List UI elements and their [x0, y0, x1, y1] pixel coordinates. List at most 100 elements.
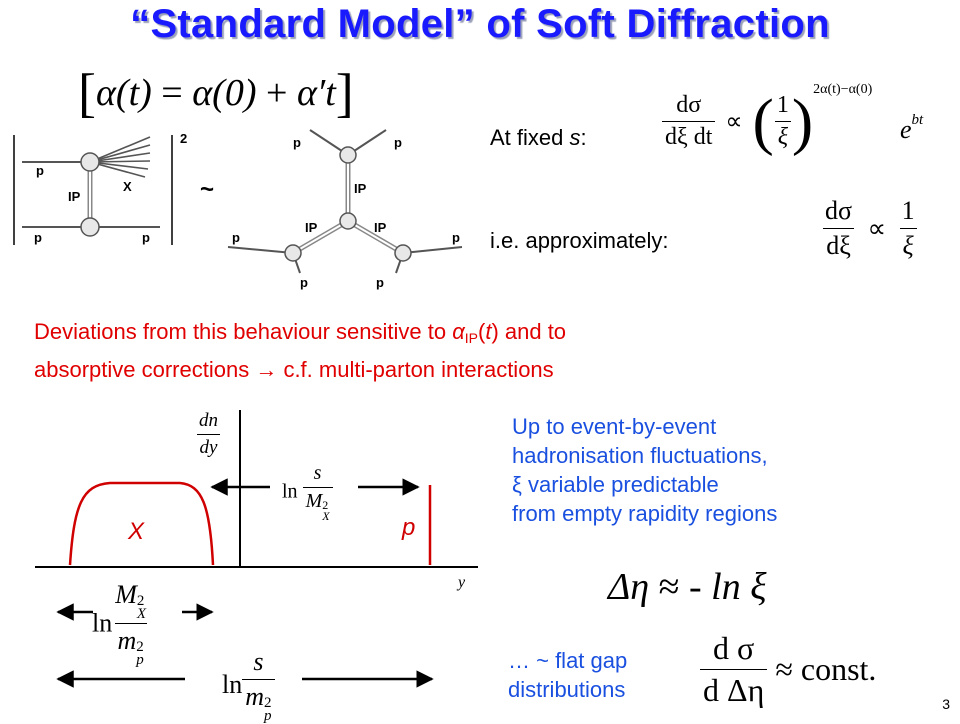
x-system-fan [89, 136, 151, 178]
tp-label-p-mid-right: p [452, 230, 460, 245]
one: 1 [776, 91, 789, 118]
flat-gap-line-1: … ~ flat gap [508, 648, 628, 673]
sup-2: 2 [136, 593, 145, 609]
deviation-line-2-post: c.f. multi-parton interactions [277, 357, 554, 382]
right-arrow-icon: → [255, 357, 278, 382]
vertex-bottom [80, 217, 100, 237]
tp-label-p-bottom-right: p [376, 275, 384, 290]
y-axis-label: y [458, 574, 466, 591]
sup-2: 2 [136, 639, 144, 655]
equals-sign: = [161, 72, 183, 114]
deviation-line-1-post: ) and to [491, 319, 567, 344]
fixed-s-var: s [569, 125, 581, 150]
label-p-top: p [36, 163, 44, 178]
dsigma-ddeltaeta: d σ d Δη [700, 630, 768, 709]
sub-p: p [136, 652, 144, 668]
tp-label-ip-right: IP [374, 220, 387, 235]
dsigma-dxi-dt: dσ dξ dt [662, 91, 716, 151]
fixed-s-suffix: : [580, 125, 587, 150]
regge-diagrams: 2 p X IP p p ~ p p IP IP IP p p p p [13, 129, 463, 290]
ip-subscript: IP [464, 330, 478, 346]
ln: ln [222, 670, 243, 699]
alpha-symbol: α [452, 319, 465, 344]
tp-vertex-left [284, 244, 302, 262]
tp-label-p-top-right: p [394, 135, 402, 150]
rapidity-plot [35, 410, 478, 688]
blue-line-2: hadronisation fluctuations, [512, 443, 768, 468]
delta-eta: Δη [608, 566, 650, 608]
tp-vertex-right [394, 244, 412, 262]
one-over-xi: 1 ξ [899, 196, 918, 261]
tilde-sign: ~ [200, 176, 214, 203]
blue-line-3-rest: variable predictable [521, 472, 719, 497]
flat-gap-text: … ~ flat gap distributions [508, 646, 627, 704]
tp-label-p-mid-left: p [232, 230, 240, 245]
delta-eta-equation: Δη ≈ - ln ξ [608, 565, 767, 609]
frac-den: dξ [823, 228, 854, 261]
proportional-sign: ∝ [725, 108, 743, 135]
alpha-t: α(t) [95, 72, 152, 114]
deviation-line-2: absorptive corrections → c.f. multi-part… [34, 354, 566, 386]
page-title: “Standard Model” of Soft Diffraction [130, 2, 830, 46]
deviation-line-1: Deviations from this behaviour sensitive… [34, 316, 566, 354]
page-number: 3 [942, 696, 950, 712]
dsigma-dxi: dσ dξ [822, 196, 855, 261]
x-system-curve [68, 481, 215, 566]
fixed-s-prefix: At fixed [490, 125, 570, 150]
tp-pomeron-right-inner [347, 220, 404, 254]
sub-p: p [264, 708, 272, 724]
frac-num: dσ [825, 196, 853, 225]
dndy-label: dn dy [196, 410, 221, 459]
blue-line-4: from empty rapidity regions [512, 501, 778, 526]
sub-x: X [322, 509, 330, 523]
t-var: t [485, 319, 492, 344]
frac-den: d Δη [700, 669, 768, 709]
approx-formula: dσ dξ ∝ 1 ξ [822, 196, 918, 261]
proton-label: p [402, 514, 416, 541]
tp-label-p-bottom-left: p [300, 275, 308, 290]
plus-sign: + [266, 72, 288, 114]
frac-num: dσ [676, 91, 702, 118]
tp-proton-mid-right [402, 246, 463, 254]
square-exponent: 2 [180, 131, 187, 146]
deviation-text: Deviations from this behaviour sensitive… [34, 316, 566, 386]
xi: ξ [899, 228, 917, 261]
paren-close: ) [791, 85, 814, 157]
xi: ξ [774, 120, 791, 151]
alpha-prime-t: α′t [296, 72, 336, 114]
label-x: X [123, 179, 132, 194]
deviation-line-2-pre: absorptive corrections [34, 357, 256, 382]
tp-vertex-top [339, 146, 357, 164]
paren-open: ( [477, 319, 486, 344]
exp-bt: bt [911, 112, 924, 128]
exponent: 2α(t)−α(0) [813, 82, 873, 97]
frac-num: d σ [713, 630, 755, 666]
tp-vertex-triple [339, 212, 357, 230]
dndy-num: dn [199, 410, 218, 431]
fixed-s-label: At fixed s: [490, 125, 587, 151]
paren-open: ( [752, 85, 774, 157]
approx-label: i.e. approximately: [490, 228, 669, 253]
vertex-top [80, 152, 100, 172]
approx-sign: ≈ [775, 651, 793, 687]
dndy-frac: dn dy [196, 410, 221, 459]
m-base: M [305, 490, 323, 512]
sup-2: 2 [264, 695, 272, 711]
ln: ln [282, 480, 298, 503]
proportional-sign: ∝ [867, 213, 887, 243]
sup-2: 2 [322, 498, 329, 512]
tp-label-ip-top: IP [354, 181, 367, 196]
frac-den: dξ dt [662, 120, 716, 151]
blue-explanation: Up to event-by-event hadronisation fluct… [512, 412, 777, 528]
right-bracket: ] [335, 63, 354, 123]
blue-line-1: Up to event-by-event [512, 414, 717, 439]
sub-x: X [136, 606, 147, 622]
